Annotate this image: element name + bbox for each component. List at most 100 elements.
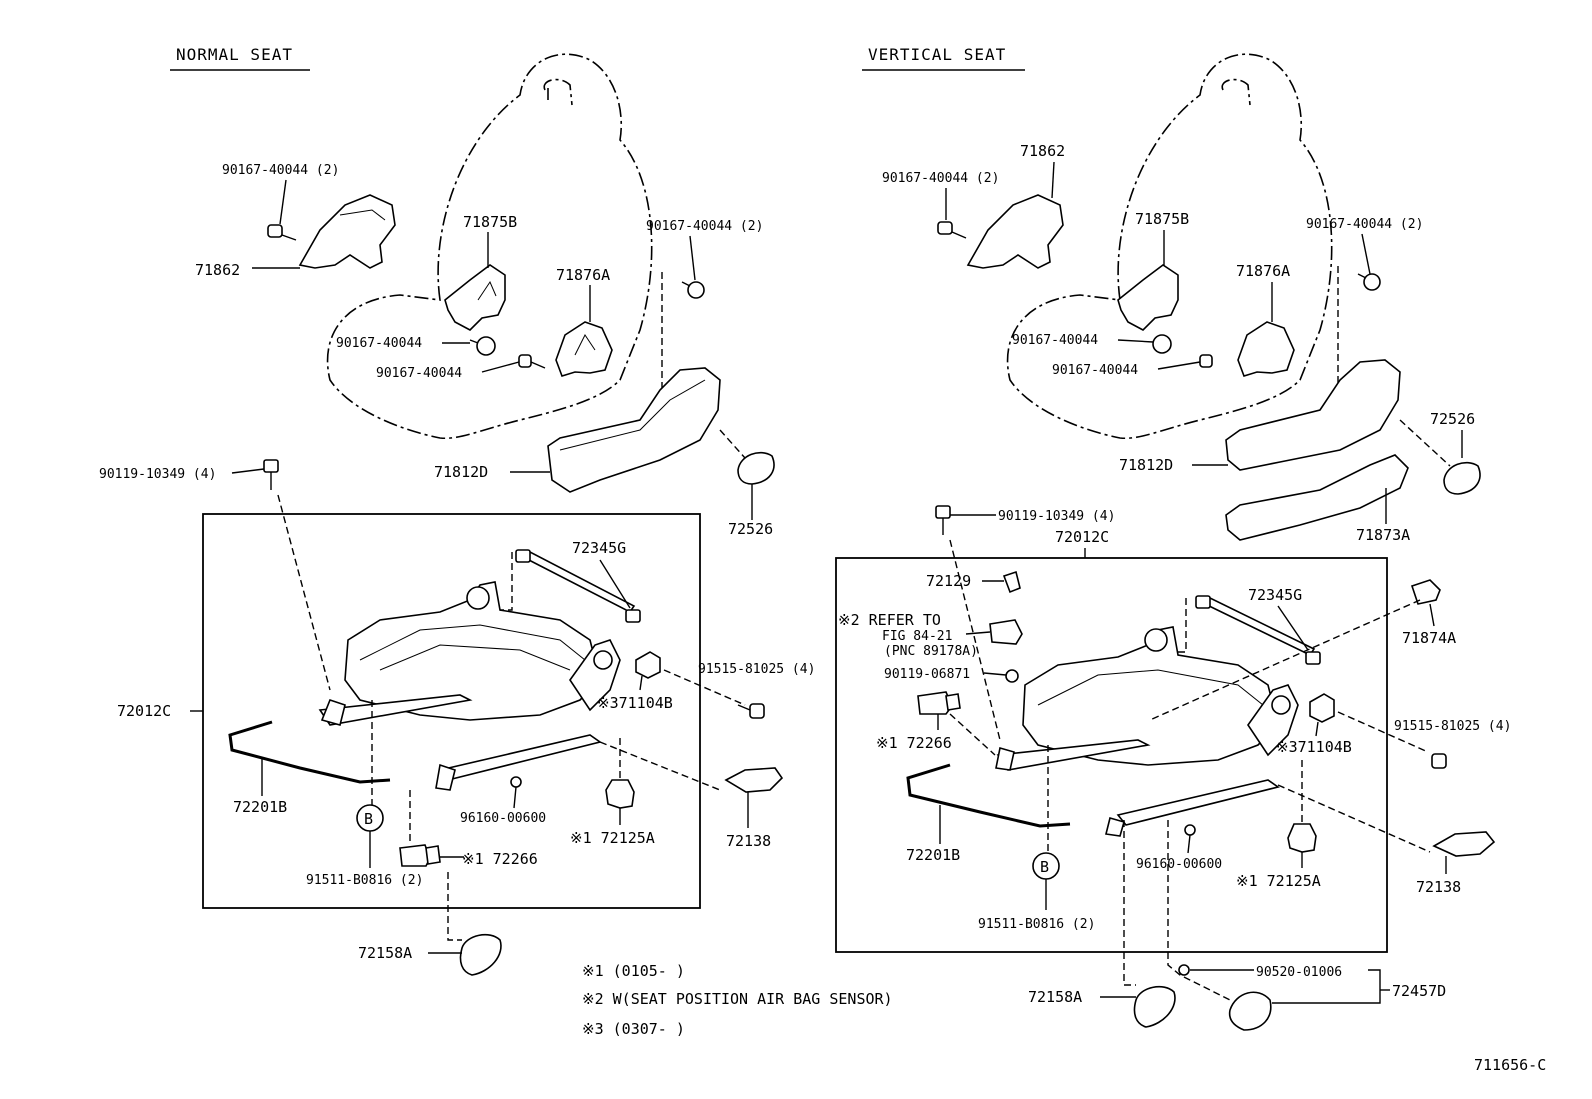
label-72345g: 72345G [572, 539, 626, 557]
label-72138-right: 72138 [1416, 878, 1461, 896]
part-72158a-right [1133, 985, 1176, 1028]
footnote-1: ※1 (0105- ) [582, 962, 685, 980]
bolt-icon [1005, 669, 1019, 683]
part-72201b-right [906, 763, 1071, 828]
label-90167-40044-b-right: 90167-40044 [1052, 363, 1138, 378]
label-90119-10349-4-right: 90119-10349 (4) [998, 509, 1115, 524]
part-72526-right [1443, 461, 1481, 495]
label-72266-right: ※1 72266 [876, 734, 952, 752]
note-ref-line2: FIG 84-21 [882, 629, 952, 644]
figure-id: 711656-C [1474, 1056, 1546, 1074]
part-71812d-left [547, 367, 721, 493]
label-72125a-right: ※1 72125A [1236, 872, 1321, 890]
bolt-icon [1199, 354, 1213, 368]
part-71104b-left [635, 651, 661, 679]
label-72125a: ※1 72125A [570, 829, 655, 847]
header-vertical-seat: VERTICAL SEAT [862, 45, 1025, 71]
label-90167-40044-2b-right: 90167-40044 (2) [1306, 217, 1423, 232]
label-71812d-right: 71812D [1119, 456, 1173, 474]
label-72158a-right: 72158A [1028, 988, 1082, 1006]
part-71875b-left [444, 264, 506, 331]
label-72012c-right: 72012C [1055, 528, 1109, 546]
part-71873a-right [1225, 454, 1409, 541]
label-72129-right: 72129 [926, 572, 971, 590]
label-90167-40044-a-right: 90167-40044 [1012, 333, 1098, 348]
label-71876a-right: 71876A [1236, 262, 1290, 280]
bolt-icon [1357, 273, 1381, 291]
seat-outline-left [326, 53, 653, 440]
label-72457d-right: 72457D [1392, 982, 1446, 1000]
vertical-seat-group: B 71862 90167-40044 (2) 71875B 90167-400… [835, 53, 1511, 1031]
bolt-icon [267, 224, 297, 241]
assembly-box-right [835, 557, 1388, 953]
part-72125a-right [1287, 823, 1317, 853]
bolt-icon [469, 336, 496, 356]
part-71875b-right [1117, 264, 1179, 331]
label-71812d: 71812D [434, 463, 488, 481]
label-72201b: 72201B [233, 798, 287, 816]
label-71862-right: 71862 [1020, 142, 1065, 160]
reference-b-text: B [364, 810, 373, 828]
label-72201b-right: 72201B [906, 846, 960, 864]
label-91515-81025-4: 91515-81025 (4) [698, 662, 815, 677]
label-90167-40044-2b: 90167-40044 (2) [646, 219, 763, 234]
part-71812d-right [1225, 359, 1401, 471]
label-71875b-right: 71875B [1135, 210, 1189, 228]
header-normal-seat: NORMAL SEAT [170, 45, 310, 71]
label-90167-40044-2: 90167-40044 (2) [222, 163, 339, 178]
label-72345g-right: 72345G [1248, 586, 1302, 604]
label-90167-40044-b: 90167-40044 [376, 366, 462, 381]
part-72526-left [737, 451, 775, 485]
label-72158a: 72158A [358, 944, 412, 962]
part-72457d-right [1228, 991, 1272, 1031]
label-91511-b0816-2: 91511-B0816 (2) [306, 873, 423, 888]
label-71104b: ※371104B [597, 694, 673, 712]
label-71104b-right: ※371104B [1276, 738, 1352, 756]
label-71873a-right: 71873A [1356, 526, 1410, 544]
bolt-icon [1152, 334, 1172, 354]
reference-b-text: B [1040, 858, 1049, 876]
label-72012c: 72012C [117, 702, 171, 720]
label-71874a-right: 71874A [1402, 629, 1456, 647]
part-72138-left [724, 767, 784, 793]
label-72138: 72138 [726, 832, 771, 850]
normal-seat-group: B 90167-40044 (2) 71862 71875B 71876A 90… [99, 53, 815, 976]
part-72129-right [1002, 570, 1021, 594]
label-96160-00600-right: 96160-00600 [1136, 857, 1222, 872]
part-71862-right [966, 194, 1064, 269]
bolt-icon [263, 459, 279, 490]
part-72345g-right [1203, 597, 1316, 657]
label-96160-00600: 96160-00600 [460, 811, 546, 826]
label-90167-40044-2-right: 90167-40044 (2) [882, 171, 999, 186]
bolt-icon [518, 354, 546, 369]
bolt-icon [737, 703, 765, 719]
label-90119-06871-right: 90119-06871 [884, 667, 970, 682]
part-72158a-left [459, 933, 502, 976]
header-vertical-text: VERTICAL SEAT [868, 45, 1006, 64]
header-normal-text: NORMAL SEAT [176, 45, 293, 64]
label-91515-81025-4-right: 91515-81025 (4) [1394, 719, 1511, 734]
footnotes: ※1 (0105- ) ※2 W(SEAT POSITION AIR BAG S… [582, 962, 893, 1038]
label-72266: ※1 72266 [462, 850, 538, 868]
reference-b-right: B [1032, 852, 1060, 910]
label-91511-b0816-2-right: 91511-B0816 (2) [978, 917, 1095, 932]
part-72138-right [1432, 831, 1496, 857]
part-71104b-right [1309, 693, 1335, 723]
note-ref-line3: (PNC 89178A) [884, 644, 978, 659]
part-71876a-right [1237, 321, 1295, 377]
label-71862: 71862 [195, 261, 240, 279]
label-90520-01006-right: 90520-01006 [1256, 965, 1342, 980]
label-71876a: 71876A [556, 266, 610, 284]
part-71876a-left [555, 321, 613, 377]
part-72345g-left [523, 550, 636, 614]
part-71862-left [298, 194, 396, 269]
label-72526-right: 72526 [1430, 410, 1475, 428]
label-72526: 72526 [728, 520, 773, 538]
label-90167-40044-a: 90167-40044 [336, 336, 422, 351]
bolt-icon [935, 505, 951, 535]
label-90119-10349-4: 90119-10349 (4) [99, 467, 216, 482]
label-71875b: 71875B [463, 213, 517, 231]
note-ref-line1: ※2 REFER TO [838, 611, 941, 629]
bolt-icon [937, 221, 967, 239]
